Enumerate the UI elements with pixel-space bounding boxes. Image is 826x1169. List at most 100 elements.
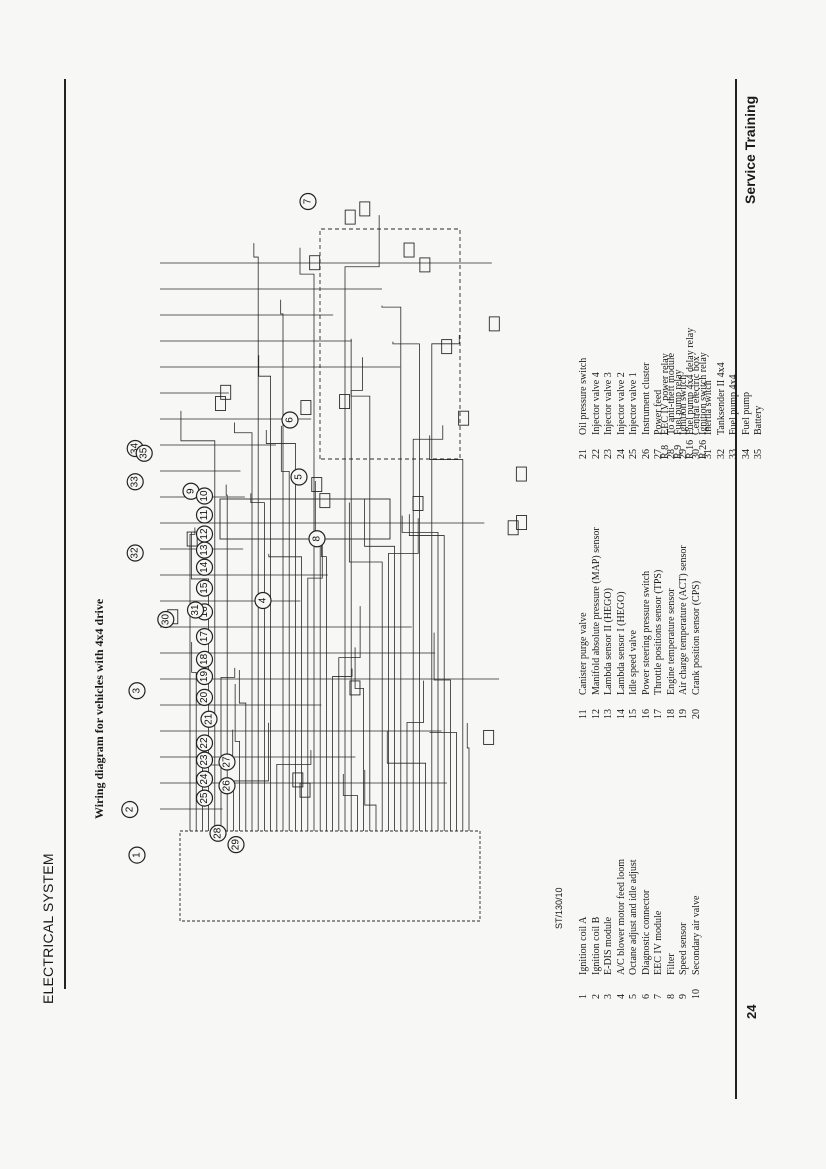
legend-number: 4 [615, 994, 627, 999]
legend-text: Idle speed valve [628, 630, 639, 695]
legend-text: EEC IV power relay [660, 353, 671, 435]
callout-33: 33 [126, 473, 144, 491]
callout-circle [128, 682, 146, 700]
legend-number: 2 [590, 994, 602, 999]
legend-item: 7 EEC IV module [653, 859, 666, 999]
callout-31: 31 [186, 601, 205, 619]
wire [431, 335, 460, 831]
legend-item: 14Lambda sensor I (HEGO) [616, 527, 629, 719]
callout-23: 23 [195, 751, 214, 769]
callout-1: 1 [128, 846, 146, 864]
callout-label: 24 [199, 773, 210, 785]
callout-20: 20 [195, 688, 214, 706]
callout-12: 12 [195, 525, 214, 543]
legend-number: R 26 [697, 439, 709, 459]
component-symbol [483, 729, 495, 745]
legend-item: 3E-DIS module [603, 859, 616, 999]
legend-number: 16 [640, 709, 652, 719]
legend-item: 24Injector valve 2 [616, 353, 629, 459]
component-symbol [441, 339, 453, 355]
callout-label: 34 [130, 443, 141, 455]
wire [233, 722, 269, 831]
wire [433, 632, 451, 831]
callout-19: 19 [195, 667, 214, 686]
wire [220, 667, 236, 831]
legend-text: Ignition coil A [578, 916, 589, 975]
legend-text: Battery [753, 405, 764, 435]
legend-item: 8Filter [666, 859, 679, 999]
wire [466, 723, 470, 831]
wire [381, 305, 402, 831]
callout-circle [195, 751, 214, 769]
callout-11: 11 [195, 506, 214, 524]
legend-text: Canister purge valve [578, 612, 589, 695]
callout-circle [157, 610, 175, 629]
legend-number: 13 [603, 709, 614, 719]
component-symbol [339, 394, 351, 410]
legend-number: 7 [653, 994, 664, 999]
callout-30: 30 [157, 610, 175, 629]
legend-text: Instrument cluster [640, 362, 652, 435]
legend-number: 32 [715, 449, 727, 459]
component-symbol [419, 257, 431, 273]
callout-circle [218, 777, 236, 795]
legend-number: 1 [578, 994, 589, 999]
legend-text: Speed sensor [678, 922, 689, 976]
callout-25: 25 [195, 789, 214, 807]
callout-label: 19 [199, 671, 210, 683]
legend-text: EEC IV module [653, 910, 664, 975]
legend-item: 9Speed sensor [678, 859, 691, 1000]
wire [354, 647, 364, 831]
legend-item: 35Battery [753, 353, 766, 459]
wire [344, 215, 380, 831]
legend-number: 5 [628, 994, 639, 999]
legend-number: 10 [690, 989, 702, 999]
legend-text: Manifold absolute pressure (MAP) sensor [590, 527, 602, 695]
callout-circle [195, 789, 214, 807]
wire [225, 484, 228, 831]
callout-label: 35 [139, 447, 150, 459]
callout-28: 28 [209, 824, 227, 842]
wire [280, 425, 290, 831]
wire [191, 641, 197, 831]
callout-13: 13 [195, 541, 214, 559]
component-symbol [349, 680, 361, 696]
callout-label: 3 [132, 688, 143, 694]
wire [386, 730, 426, 831]
wire [268, 553, 302, 831]
legend-text: Octane adjust and idle adjust [628, 859, 639, 975]
legend-text: Crank position sensor (CPS) [690, 580, 702, 695]
legend-text: Engine temperature sensor [665, 588, 677, 695]
callout-circle [195, 506, 214, 524]
callout-24: 24 [195, 770, 214, 788]
legend-number: R 16 [685, 439, 696, 459]
legend-number: 3 [603, 994, 614, 999]
callout-label: 28 [213, 827, 224, 839]
legend-text: Injector valve 4 [590, 372, 602, 435]
callout-circle [227, 836, 245, 854]
callout-label: 9 [186, 488, 197, 494]
legend-item: 10Secondary air valve [691, 859, 704, 999]
callout-circle [126, 473, 144, 491]
legend-item: 21Oil pressure switch [578, 353, 591, 459]
legend-item: 4A/C blower motor feed loom [616, 859, 629, 999]
callout-21: 21 [200, 710, 218, 728]
component-symbol [344, 209, 356, 225]
callout-label: 7 [303, 198, 314, 204]
legend-item: R 16Fuel pump 4x4 delay relay [685, 328, 698, 459]
callout-17: 17 [195, 628, 214, 646]
legend-item: 23Injector valve 3 [603, 353, 616, 459]
legend-item: 16Power steering pressure switch [641, 527, 654, 719]
wire [348, 502, 383, 831]
section-header: ELECTRICAL SYSTEM [40, 853, 56, 1004]
page-number: 24 [744, 1004, 759, 1019]
callout-26: 26 [218, 777, 236, 795]
wire [276, 750, 312, 831]
wire [234, 422, 253, 831]
legend-item: R 26Ignition switch relay [698, 328, 711, 459]
legend-text: Diagnostic connector [640, 889, 652, 975]
legend-number: R 8 [660, 444, 671, 459]
legend-number: 11 [578, 709, 589, 719]
callout-circle [195, 734, 214, 752]
